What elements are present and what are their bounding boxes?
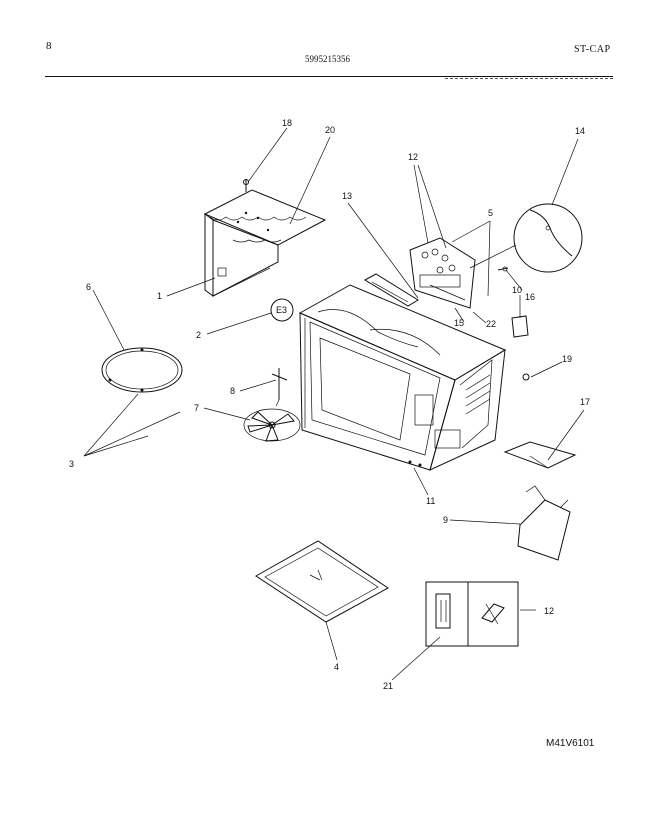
callout-17: 17 [580, 397, 590, 407]
callout-19: 19 [562, 354, 572, 364]
callout-8: 8 [230, 386, 235, 396]
callout-13: 13 [342, 191, 352, 201]
callout-6: 6 [86, 282, 91, 292]
header-dashed-rule [445, 78, 613, 79]
callout-labels: 18 20 12 14 13 5 1 6 2 10 16 15 22 19 8 … [69, 118, 590, 691]
callout-16: 16 [525, 292, 535, 302]
glass-tray [255, 540, 389, 623]
callout-12-bottom: 12 [544, 606, 554, 616]
screw-18 [243, 179, 249, 192]
fuse-parts-box [425, 581, 519, 647]
detail-circle [469, 203, 583, 273]
section-code: ST-CAP [574, 44, 611, 55]
screw-19 [522, 373, 530, 381]
callout-11: 11 [426, 496, 435, 506]
callout-7: 7 [194, 403, 199, 413]
stirrer-fan [243, 408, 301, 442]
header-rule [45, 76, 613, 77]
control-board [409, 237, 476, 309]
callout-9: 9 [443, 515, 448, 525]
callout-12-top: 12 [408, 152, 418, 162]
part-number: 5995215356 [305, 54, 350, 64]
callout-5: 5 [488, 208, 493, 218]
badge-label: E3 [270, 298, 294, 322]
callout-15: 15 [454, 318, 464, 328]
air-duct [363, 273, 419, 307]
cover-panel [203, 189, 327, 297]
stirrer-shaft [271, 368, 288, 407]
callout-14: 14 [575, 126, 585, 136]
wire-clip-16 [497, 266, 509, 272]
bracket-17 [503, 441, 577, 469]
bracket-10 [511, 315, 529, 338]
callout-20: 20 [325, 125, 335, 135]
leader-lines [83, 127, 585, 681]
model-code: M41V6101 [546, 738, 595, 749]
mounting-bracket-9 [517, 485, 571, 561]
callout-21: 21 [383, 681, 393, 691]
callout-1: 1 [157, 291, 162, 301]
callout-10: 10 [512, 285, 522, 295]
callout-18-top: 18 [282, 118, 292, 128]
callout-2: 2 [196, 330, 201, 340]
callout-4: 4 [334, 662, 339, 672]
callout-22: 22 [486, 319, 496, 329]
oven-cabinet [298, 284, 507, 471]
page-number: 8 [46, 40, 52, 52]
svg-text:E3: E3 [276, 305, 287, 315]
roller-ring [101, 347, 183, 393]
callout-3: 3 [69, 459, 74, 469]
